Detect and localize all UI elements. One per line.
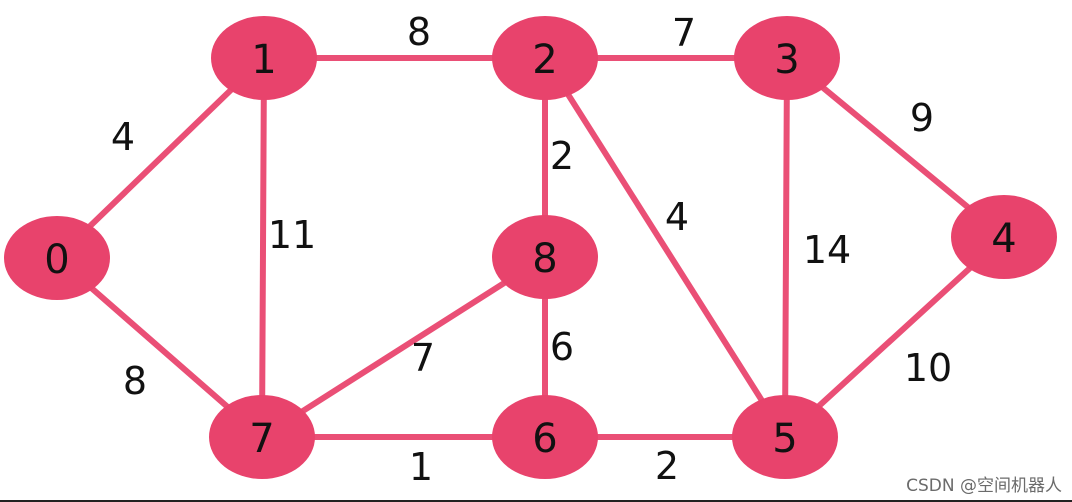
node-2-label: 2 <box>532 37 557 83</box>
node-8: 8 <box>492 215 598 299</box>
node-2-circle <box>492 16 598 100</box>
node-8-circle <box>492 215 598 299</box>
node-1: 1 <box>211 16 317 100</box>
node-3-circle <box>734 16 840 100</box>
node-0: 0 <box>4 216 110 300</box>
node-5-label: 5 <box>772 416 797 462</box>
node-2: 2 <box>492 16 598 100</box>
node-4-circle <box>951 195 1057 279</box>
edge-weight-4-5: 10 <box>904 346 952 390</box>
node-7: 7 <box>209 395 315 479</box>
node-6: 6 <box>492 395 598 479</box>
edge-0-1 <box>54 55 267 261</box>
edge-2-5 <box>542 55 788 440</box>
edge-7-8 <box>259 254 548 440</box>
edge-weight-1-2: 8 <box>407 10 431 54</box>
node-4-label: 4 <box>991 216 1016 262</box>
node-0-circle <box>4 216 110 300</box>
node-8-label: 8 <box>532 236 557 282</box>
node-7-label: 7 <box>249 416 274 462</box>
node-3-label: 3 <box>774 37 799 83</box>
node-5: 5 <box>732 395 838 479</box>
edge-1-7 <box>259 55 267 440</box>
node-1-label: 1 <box>251 37 276 83</box>
edge-4-5 <box>782 234 1007 440</box>
watermark-text: CSDN @空间机器人 <box>904 471 1064 496</box>
node-4: 4 <box>951 195 1057 279</box>
edge-weight-6-8: 6 <box>550 325 574 369</box>
node-7-circle <box>209 395 315 479</box>
node-3: 3 <box>734 16 840 100</box>
node-6-label: 6 <box>532 416 557 462</box>
bottom-border <box>0 500 1072 502</box>
edge-weight-7-8: 7 <box>411 336 435 380</box>
node-1-circle <box>211 16 317 100</box>
node-6-circle <box>492 395 598 479</box>
nodes-layer: 0 1 2 3 4 5 6 7 8 <box>4 16 1057 479</box>
edge-weight-2-5: 4 <box>665 195 689 239</box>
node-0-label: 0 <box>44 237 69 283</box>
edge-weight-6-7: 1 <box>409 445 433 489</box>
edge-3-5 <box>782 55 790 440</box>
edge-weights-layer: 4 8 8 11 7 2 4 9 14 10 2 1 6 7 <box>111 10 952 489</box>
edge-weight-0-7: 8 <box>123 359 147 403</box>
edge-weight-3-5: 14 <box>803 228 851 272</box>
node-5-circle <box>732 395 838 479</box>
edge-weight-0-1: 4 <box>111 115 135 159</box>
edge-weight-3-4: 9 <box>910 96 934 140</box>
edge-weight-2-3: 7 <box>672 11 696 55</box>
edge-weight-2-8: 2 <box>550 134 574 178</box>
edge-weight-1-7: 11 <box>268 213 316 257</box>
edge-weight-5-6: 2 <box>655 444 679 488</box>
